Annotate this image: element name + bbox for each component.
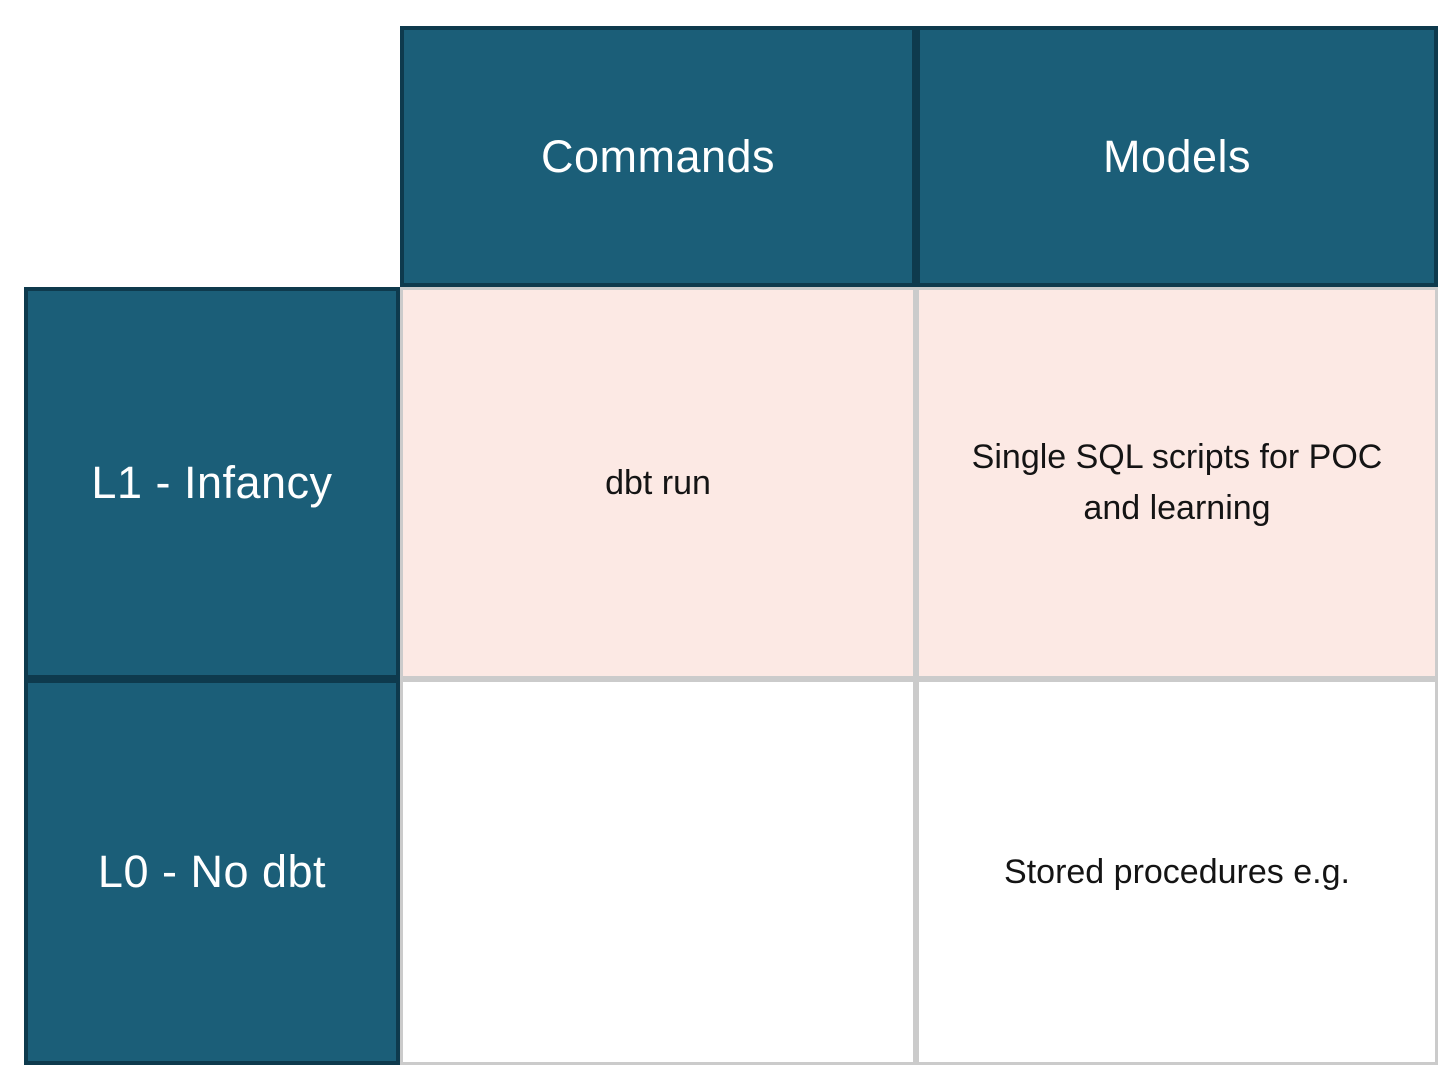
row-header-l0-no-dbt-label: L0 - No dbt (97, 846, 327, 897)
cell-l1-models: Single SQL scripts for POC and learning (916, 287, 1438, 679)
column-header-models: Models (916, 26, 1438, 287)
table-corner-cell (24, 26, 400, 287)
cell-l0-models-text: Stored procedures e.g. (1004, 852, 1350, 891)
row-header-l0-no-dbt: L0 - No dbt (24, 679, 400, 1065)
row-header-l1-infancy-label: L1 - Infancy (91, 457, 333, 508)
row-header-l1-infancy: L1 - Infancy (24, 287, 400, 679)
column-header-models-label: Models (1102, 130, 1252, 182)
cell-l1-models-text: Single SQL scripts for POC and learning (971, 438, 1383, 527)
cell-l1-commands-text: dbt run (605, 463, 711, 502)
cell-l1-commands: dbt run (400, 287, 916, 679)
maturity-table: Commands Models L1 - Infancy dbt run Sin… (24, 26, 1438, 1065)
column-header-commands-label: Commands (540, 130, 776, 182)
column-header-commands: Commands (400, 26, 916, 287)
cell-l0-commands (400, 679, 916, 1065)
cell-l0-models: Stored procedures e.g. (916, 679, 1438, 1065)
